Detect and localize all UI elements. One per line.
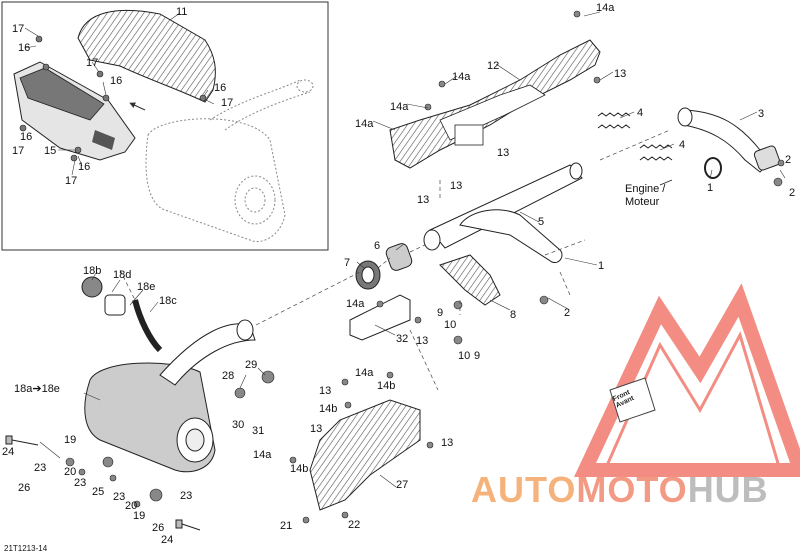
callout-label: 18c (159, 295, 177, 307)
callout-label: 14a (346, 298, 365, 310)
callout-label: 17 (12, 145, 25, 157)
clamps-6-7 (355, 243, 413, 290)
callout-label: 1 (598, 260, 605, 272)
callout-label: 18a➔18e (14, 383, 60, 395)
callout-label: 25 (92, 486, 105, 498)
watermark-text: AUTOMOTOHUB (471, 470, 769, 510)
callout-label: 28 (222, 370, 235, 382)
callout-label: 11 (176, 6, 188, 18)
callout-label: 30 (232, 419, 245, 431)
callout-label: 31 (252, 425, 265, 437)
callout-label: 14b (377, 380, 396, 392)
callout-label: 2 (564, 307, 571, 319)
bolts-24 (5, 435, 201, 531)
callout-label: 13 (417, 194, 430, 206)
inset-heat-shield-box (1, 1, 329, 251)
callout-label: 14a (253, 449, 272, 461)
callout-label: 14a (596, 2, 615, 14)
callout-label: 10 (444, 319, 457, 331)
callout-label: 16 (214, 82, 227, 94)
callout-label: 5 (538, 216, 545, 228)
callout-label: 23 (180, 490, 193, 502)
callout-label: 18e (137, 281, 156, 293)
callout-label: 13 (614, 68, 627, 80)
callout-label: 20 (64, 466, 77, 478)
callout-label: 32 (396, 333, 409, 345)
callout-label: 10 (458, 350, 471, 362)
pipe-5 (423, 162, 583, 264)
callout-label: 13 (416, 335, 429, 347)
watermark-auto: AUTO (471, 469, 577, 510)
heat-shield-27 (309, 399, 421, 511)
callout-label: 2 (785, 154, 792, 166)
springs-4 (597, 112, 673, 161)
callout-label: 7 (344, 257, 351, 269)
engine-note: Engine / Moteur (625, 183, 665, 209)
watermark-logo (573, 283, 800, 477)
callout-label: 18d (113, 269, 132, 281)
callout-label: 13 (497, 147, 510, 159)
callout-label: 14a (390, 101, 409, 113)
callout-label: 4 (637, 107, 644, 119)
callout-label: 6 (374, 240, 381, 252)
moteur-label: Moteur (625, 196, 660, 208)
callout-label: 13 (450, 180, 463, 192)
callout-label: 9 (474, 350, 481, 362)
callout-label: 23 (34, 462, 47, 474)
callout-label: 24 (161, 534, 174, 546)
callout-label: 19 (64, 434, 77, 446)
heat-shield-12 (389, 39, 601, 169)
bracket-8 (439, 254, 501, 306)
engine-arrow (659, 179, 673, 186)
callout-label: 14a (355, 367, 374, 379)
callout-label: 22 (348, 519, 361, 531)
bracket-32 (349, 294, 411, 341)
pipe-3 (677, 107, 781, 179)
callout-label: 13 (441, 437, 454, 449)
callout-label: 17 (221, 97, 234, 109)
engine-label: Engine / (625, 183, 666, 195)
callout-label: 14a (355, 118, 374, 130)
callout-label: 1 (707, 182, 714, 194)
callout-label: 16 (110, 75, 123, 87)
callout-label: 27 (396, 479, 409, 491)
callout-label: 19 (133, 510, 146, 522)
callout-label: 17 (86, 57, 99, 69)
muffler-18 (81, 276, 256, 473)
callout-label: 17 (65, 175, 78, 187)
callout-label: 16 (18, 42, 31, 54)
leader-lines (39, 11, 786, 488)
callout-label: 16 (78, 161, 91, 173)
callout-label: 13 (310, 423, 323, 435)
callout-label: 12 (487, 60, 500, 72)
callout-label: 13 (319, 385, 332, 397)
fasteners (65, 10, 785, 524)
callout-label: 4 (679, 139, 686, 151)
callout-label: 15 (44, 145, 57, 157)
callout-label: 29 (245, 359, 258, 371)
callout-label: 14b (290, 463, 309, 475)
callout-label: 14a (452, 71, 471, 83)
callout-label: 24 (2, 446, 15, 458)
callout-label: 20 (125, 500, 138, 512)
callout-label: 14b (319, 403, 338, 415)
callout-label: 9 (437, 307, 444, 319)
callout-label: 3 (758, 108, 765, 120)
callout-label: 26 (18, 482, 31, 494)
callout-label: 23 (74, 477, 87, 489)
callout-label: 23 (113, 491, 126, 503)
callout-label: 21 (280, 520, 293, 532)
watermark-moto: MOTO (576, 469, 688, 510)
watermark-hub: HUB (687, 469, 769, 510)
callout-label: 18b (83, 265, 102, 277)
callout-label: 26 (152, 522, 165, 534)
callout-label: 8 (510, 309, 517, 321)
alignment-lines (119, 129, 671, 391)
callout-label: 16 (20, 131, 33, 143)
document-code: 21T1213-14 (4, 544, 48, 553)
callout-label: 2 (789, 187, 796, 199)
callout-label: 17 (12, 23, 25, 35)
